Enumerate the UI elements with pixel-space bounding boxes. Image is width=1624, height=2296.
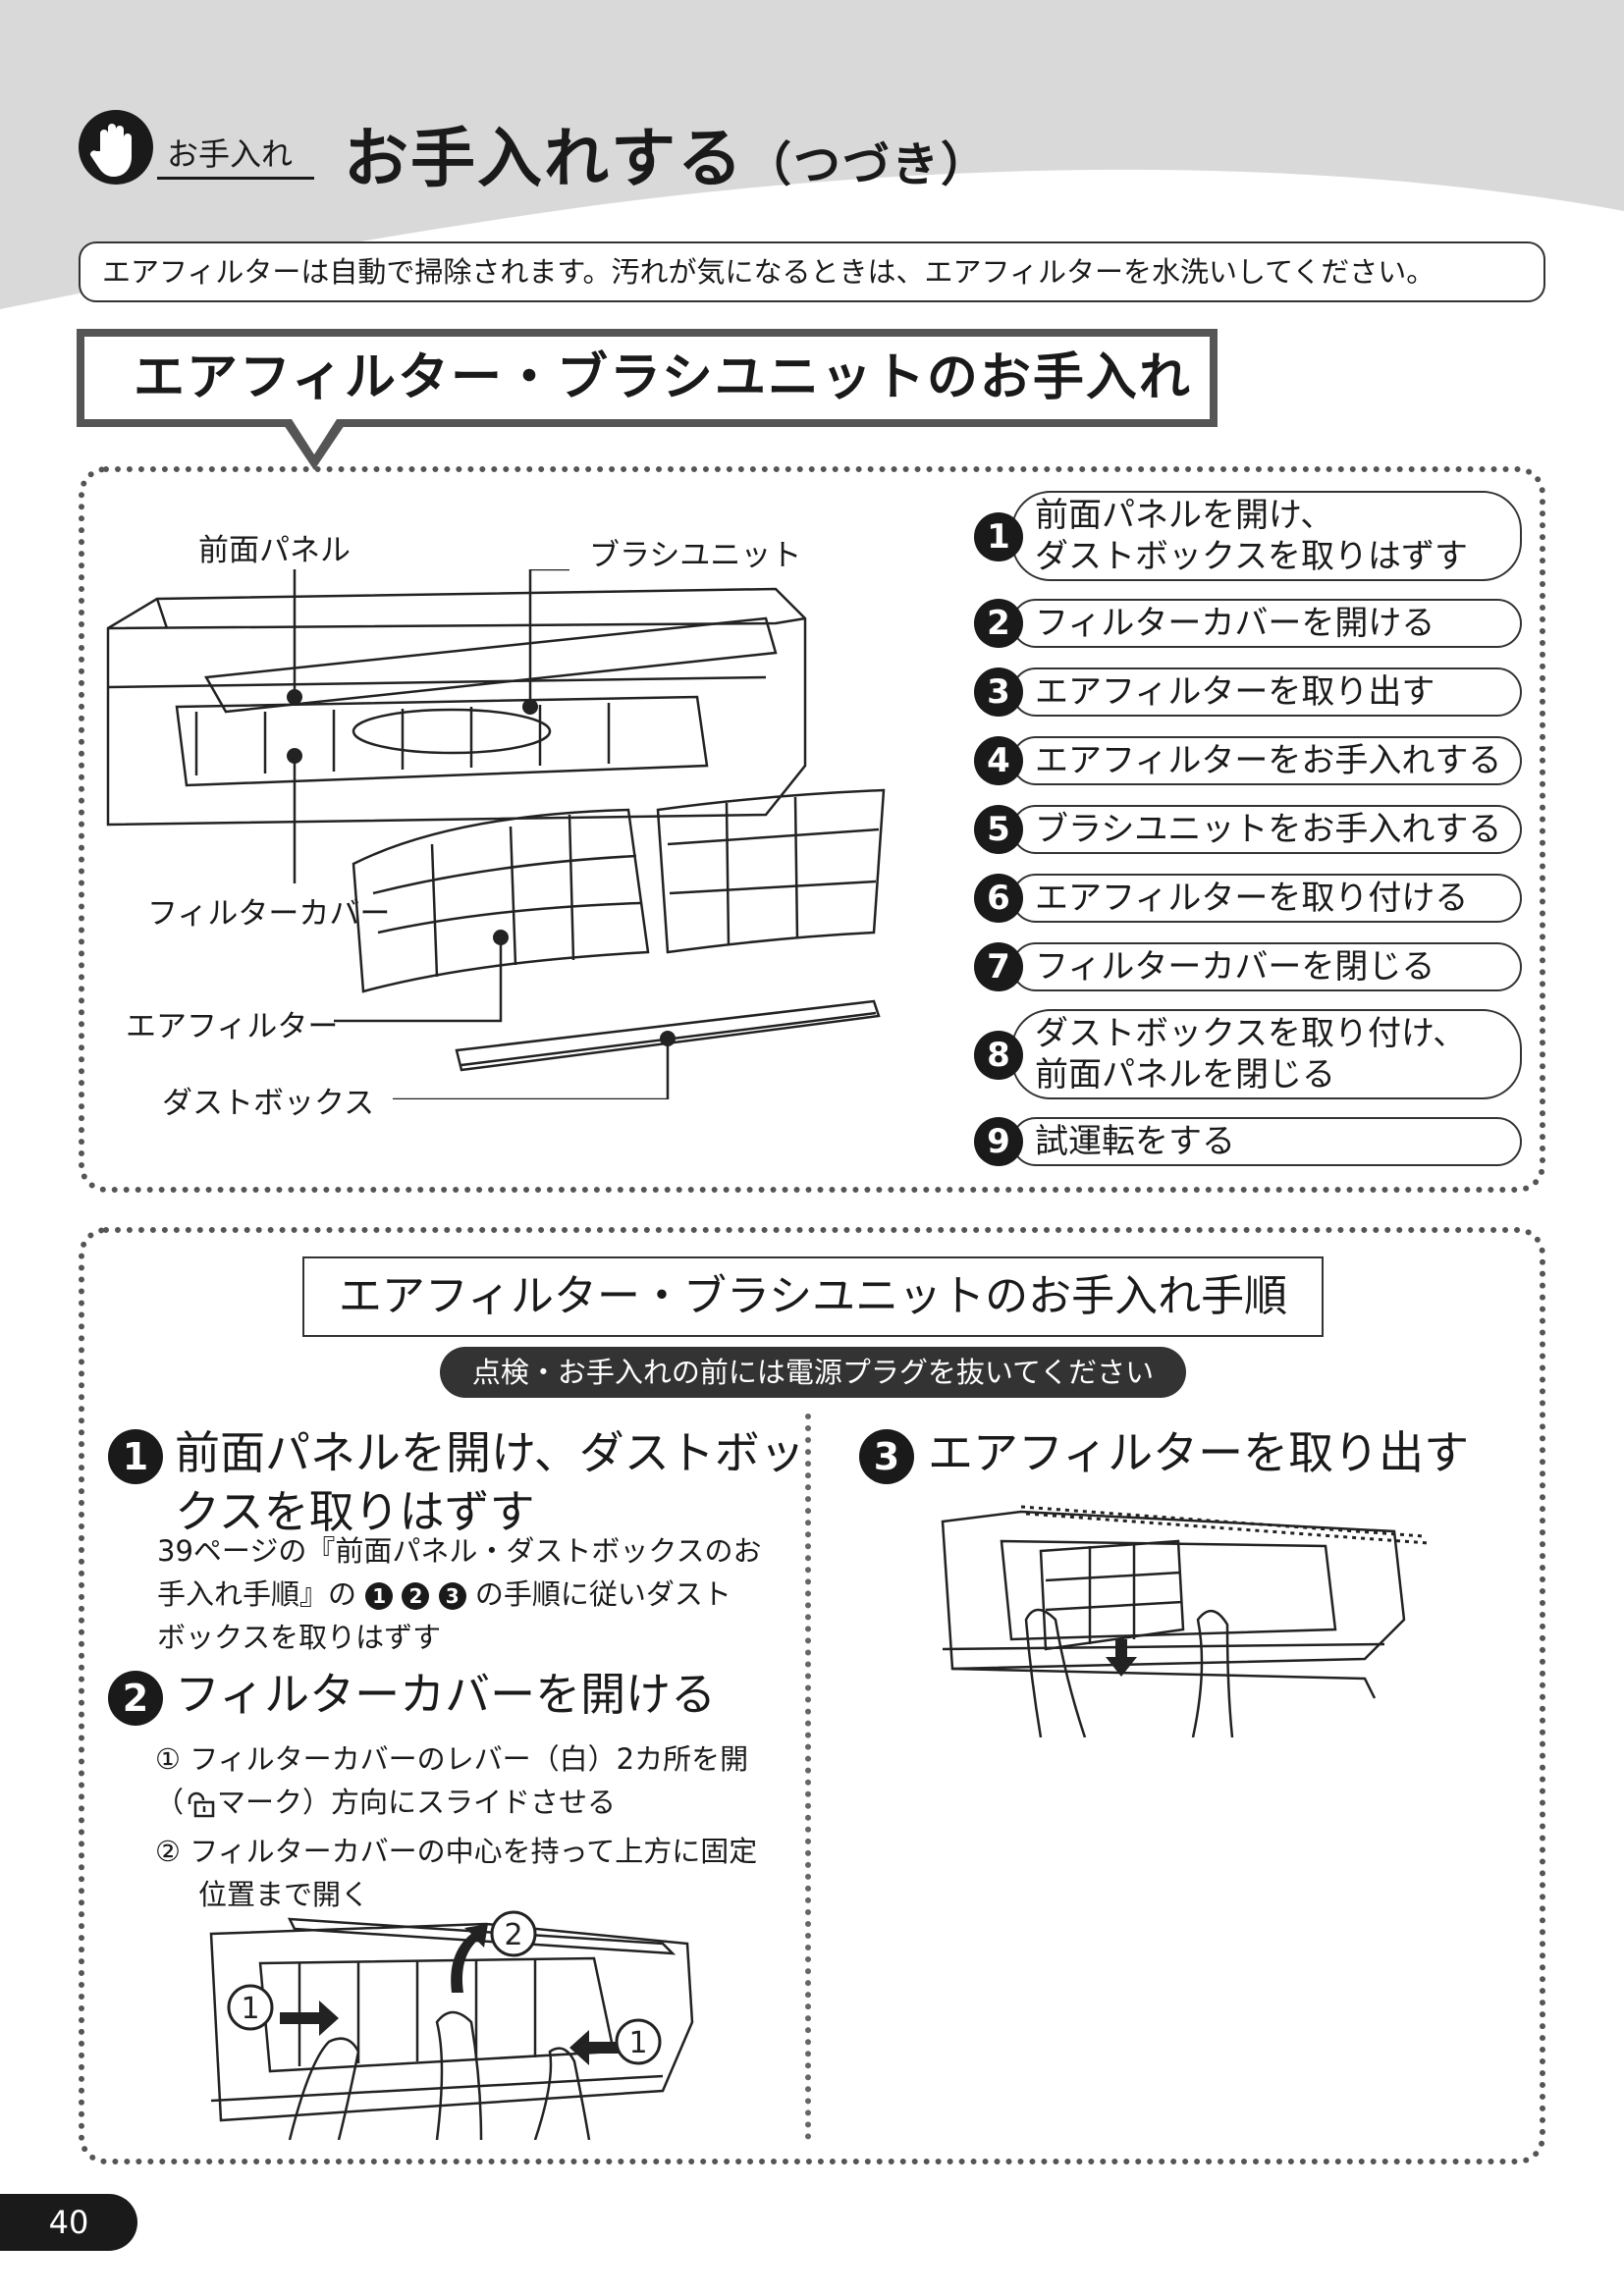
overview-step-2: 2 フィルターカバーを開ける [974,599,1522,648]
filter-cover-open-figure: 1 2 1 [209,1910,694,2140]
hand-icon [79,110,153,185]
step-text-line-1: 前面パネルを開け、 [1035,496,1334,535]
ref-step-badge-2: 2 [402,1582,430,1610]
overview-step-1: 1 前面パネルを開け、ダストボックスを取りはずす [974,491,1522,581]
overview-step-text: エアフィルターをお手入れする [1035,741,1502,780]
substep-2-line-2: 位置まで開く [198,1878,370,1911]
label-brush-unit: ブラシユニット [589,538,802,573]
fig-mark-1-right: 1 [628,2026,647,2060]
substep-1: ① フィルターカバーのレバー（白）2カ所を開 [155,1737,784,1781]
page-number: 40 [0,2194,137,2251]
overview-step-9: 9 試運転をする [974,1117,1522,1166]
step-number-badge: 7 [974,942,1023,991]
label-air-filter: エアフィルター [126,1009,339,1044]
body-line-2-end: の手順に従いダスト [474,1577,731,1611]
procedure-step-1-body: 39ページの『前面パネル・ダストボックスのお 手入れ手順』の 1 2 3 の手順… [157,1529,785,1659]
step-number-badge: 5 [974,805,1023,854]
page-title: お手入れする（つづき） [344,106,990,200]
overview-step-5: 5 ブラシユニットをお手入れする [974,805,1522,854]
column-divider [805,1414,811,2140]
procedure-box [79,1227,1545,2164]
step-number-badge: 3 [974,667,1023,717]
label-front-panel: 前面パネル [198,533,351,568]
overview-box [79,466,1545,1193]
substep-1-line-2: （ マーク）方向にスライドさせる [155,1781,784,1824]
ref-step-badge-1: 1 [365,1582,394,1610]
body-line-2: 手入れ手順』の 1 2 3 の手順に従いダスト [157,1573,785,1616]
overview-step-8: 8 ダストボックスを取り付け、前面パネルを閉じる [974,1009,1522,1099]
overview-step-text: フィルターカバーを開ける [1035,604,1435,643]
filter-removal-figure [941,1505,1430,1737]
step-number-badge: 1 [974,512,1023,561]
step-number-badge: 8 [974,1031,1023,1080]
procedure-step-2-heading: フィルターカバーを開ける [175,1668,717,1721]
substep-1-line-2-text: マーク）方向にスライドさせる [217,1786,617,1819]
overview-step-7: 7 フィルターカバーを閉じる [974,942,1522,991]
substep-2-line-1: フィルターカバーの中心を持って上方に固定 [189,1835,758,1868]
overview-step-text: 前面パネルを開け、ダストボックスを取りはずす [1035,495,1468,577]
step-number-badge: 9 [974,1117,1023,1166]
overview-step-text: エアフィルターを取り付ける [1035,879,1469,918]
substep-1-line-1: フィルターカバーのレバー（白）2カ所を開 [189,1742,749,1776]
section-tag: お手入れ [167,135,294,173]
substep-2: ② フィルターカバーの中心を持って上方に固定 [155,1830,784,1873]
procedure-step-1-number: 1 [108,1429,163,1484]
heading-pointer [280,419,349,470]
substep-2-mark: ② [155,1835,181,1868]
overview-step-6: 6 エアフィルターを取り付ける [974,874,1522,923]
procedure-step-1-heading: 前面パネルを開け、ダストボッ クスを取りはずす [175,1423,805,1541]
unplug-warning: 点検・お手入れの前には電源プラグを抜いてください [440,1347,1186,1398]
fig-mark-2: 2 [504,1918,522,1952]
label-dust-box: ダストボックス [162,1086,375,1121]
overview-step-text: 試運転をする [1035,1122,1235,1161]
substep-1-mark: ① [155,1742,181,1776]
overview-step-text: フィルターカバーを閉じる [1035,947,1435,987]
header-background [0,0,1624,309]
step-number-badge: 2 [974,599,1023,648]
step-text-line-1: ダストボックスを取り付け、 [1035,1014,1467,1053]
overview-heading: エアフィルター・ブラシユニットのお手入れ [77,329,1218,427]
procedure-step-3-heading: エアフィルターを取り出す [928,1426,1470,1479]
section-tag-underline [157,177,314,180]
overview-step-4: 4 エアフィルターをお手入れする [974,736,1522,785]
body-line-1: 39ページの『前面パネル・ダストボックスのお [157,1534,762,1568]
overview-step-3: 3 エアフィルターを取り出す [974,667,1522,717]
body-line-3: ボックスを取りはずす [157,1621,442,1654]
step-text-line-2: 前面パネルを閉じる [1035,1055,1335,1095]
ref-step-badge-3: 3 [438,1582,466,1610]
unlock-icon [188,1791,215,1818]
procedure-title: エアフィルター・ブラシユニットのお手入れ手順 [302,1256,1324,1337]
step-number-badge: 4 [974,736,1023,785]
body-line-2-start: 手入れ手順』の [157,1577,357,1611]
fig-mark-1-left: 1 [241,1992,259,2026]
procedure-step-2-body: ① フィルターカバーのレバー（白）2カ所を開 （ マーク）方向にスライドさせる ②… [155,1737,784,1916]
substep-1-paren: （ [155,1786,185,1819]
procedure-step-3-number: 3 [859,1429,914,1484]
procedure-step-2-number: 2 [108,1671,163,1726]
step-text-line-2: ダストボックスを取りはずす [1035,537,1468,576]
page-title-suffix: （つづき） [744,137,991,192]
page-title-main: お手入れする [344,121,744,196]
notice-box: エアフィルターは自動で掃除されます。汚れが気になるときは、エアフィルターを水洗い… [79,241,1545,302]
step-number-badge: 6 [974,874,1023,923]
aircon-diagram [106,569,886,1099]
overview-step-text: ブラシユニットをお手入れする [1035,810,1502,849]
heading-line-2: クスを取りはずす [175,1485,535,1538]
overview-step-text: エアフィルターを取り出す [1035,672,1435,712]
overview-step-text: ダストボックスを取り付け、前面パネルを閉じる [1035,1013,1466,1095]
label-filter-cover: フィルターカバー [147,896,391,932]
heading-line-1: 前面パネルを開け、ダストボッ [175,1426,805,1479]
